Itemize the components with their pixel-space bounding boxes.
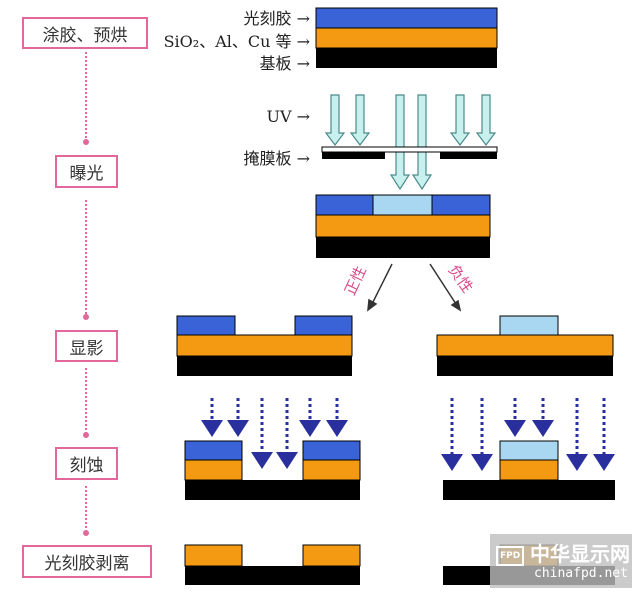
step-exposure: 曝光: [55, 155, 118, 188]
step-stripping: 光刻胶剥离: [22, 545, 152, 578]
developed-negative: [436, 315, 614, 376]
label-mask: 掩膜板 →: [243, 149, 311, 168]
etched-positive: [184, 440, 361, 500]
stripped-positive: [184, 544, 361, 585]
watermark: FPD 中华显示网 chinafpd.net: [490, 534, 632, 588]
uv-arrows: [324, 94, 497, 191]
label-uv: UV →: [266, 107, 310, 126]
label-material: SiO₂、Al、Cu 等 →: [163, 32, 310, 51]
watermark-url: chinafpd.net: [534, 566, 628, 581]
exposed-stack: [315, 194, 491, 258]
step-etching: 刻蚀: [55, 447, 118, 480]
step-development: 显影: [55, 330, 118, 362]
etch-arrows: [201, 398, 615, 471]
label-substrate: 基板 →: [259, 54, 311, 73]
branch-arrows: [367, 263, 462, 312]
flow-connectors: [83, 52, 89, 536]
step-coating: 涂胶、预烘: [22, 17, 148, 49]
developed-positive: [176, 315, 353, 376]
etched-negative: [443, 440, 615, 500]
initial-stack: [315, 7, 498, 68]
watermark-name: 中华显示网: [530, 542, 630, 566]
watermark-badge: FPD: [496, 546, 525, 566]
mask: [321, 146, 498, 159]
label-photoresist: 光刻胶 →: [243, 9, 311, 28]
